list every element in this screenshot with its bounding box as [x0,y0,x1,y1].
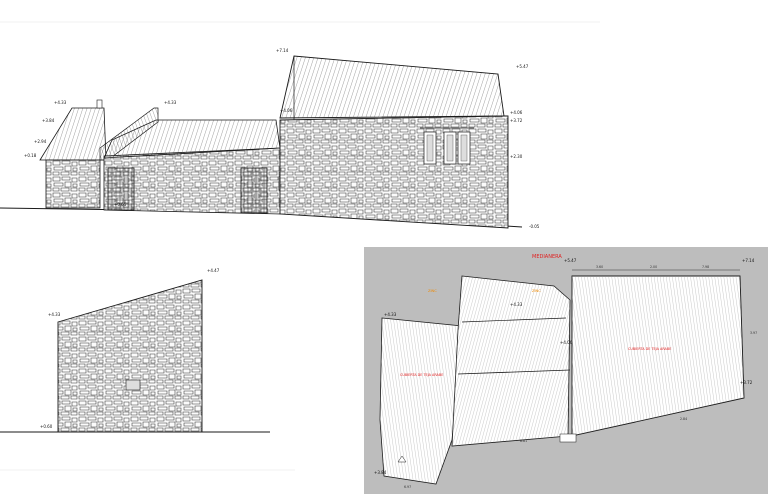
left-roof-tiles [380,318,462,484]
window-left-pane [426,134,434,162]
left-building-roof [39,107,107,161]
tall-building-roof [279,55,505,119]
level-mark: +0.18 [24,153,37,158]
side-elevation: +4.47 +4.33 +0.60 [0,268,270,433]
left-building-wall [45,159,101,209]
window-right-pane [460,134,468,162]
right-roof-tiles [572,276,744,436]
level-mark: +4.33 [164,100,177,105]
roof-label: CUBIERTA DE TEJA ARABE [400,373,443,377]
dimension-text: 8.81 [520,439,527,443]
level-mark: +0.60 [40,424,53,429]
plan-title: MEDIANERA [532,254,562,260]
zinc-label: ZINC [532,289,541,293]
front-elevation: +7.14 +5.47 +4.33 +4.33 +4.06 +4.06 +3.8… [0,48,540,229]
level-mark: -0.05 [529,224,540,229]
level-mark: +4.06 [510,110,523,115]
ridge-line [461,317,567,323]
tall-building-wall [279,115,509,229]
level-mark: +3.84 [42,118,55,123]
roof-plan: MEDIANERA CUBIERTA DE TEJA ARABE CUBIERT… [364,247,768,494]
roof-label: CUBIERTA DE TEJA ARABE [628,347,671,351]
middle-building-roof [103,119,281,159]
dimension-text: 3.97 [750,331,757,335]
level-mark: +2.94 [34,139,47,144]
skylight-icon [397,455,407,463]
level-mark: +4.33 [510,302,523,307]
dimension-text: 2.00 [650,265,657,269]
level-mark: +4.06 [280,108,293,113]
level-mark: +5.47 [564,258,577,263]
zinc-label: ZINC [428,289,437,293]
level-mark: +5.47 [516,64,529,69]
level-mark: +4.47 [207,268,220,273]
level-mark: +3.72 [740,380,753,385]
level-mark: +0.65 [114,202,127,207]
vent-opening [125,379,141,391]
level-mark: +3.84 [374,470,387,475]
ridge-line [457,369,571,375]
barn-door-right [240,167,268,214]
dimension-text: 6.97 [404,485,411,489]
level-mark: +7.14 [742,258,755,263]
level-mark: +2.30 [510,154,523,159]
window-center-pane [446,134,454,162]
central-roof-tiles [452,276,570,446]
level-mark: +4.06 [560,340,573,345]
drain-box [559,433,577,443]
level-mark: +7.14 [276,48,289,53]
chimney [96,99,103,109]
dimension-text: 7.98 [702,265,709,269]
barn-door-left [107,167,135,211]
dimension-text: 2.84 [680,417,687,421]
dimension-text: 3.60 [596,265,603,269]
gable-wall [57,279,203,433]
level-mark: +4.33 [384,312,397,317]
level-mark: +4.33 [48,312,61,317]
level-mark: +4.33 [54,100,67,105]
level-mark: +3.72 [510,118,523,123]
